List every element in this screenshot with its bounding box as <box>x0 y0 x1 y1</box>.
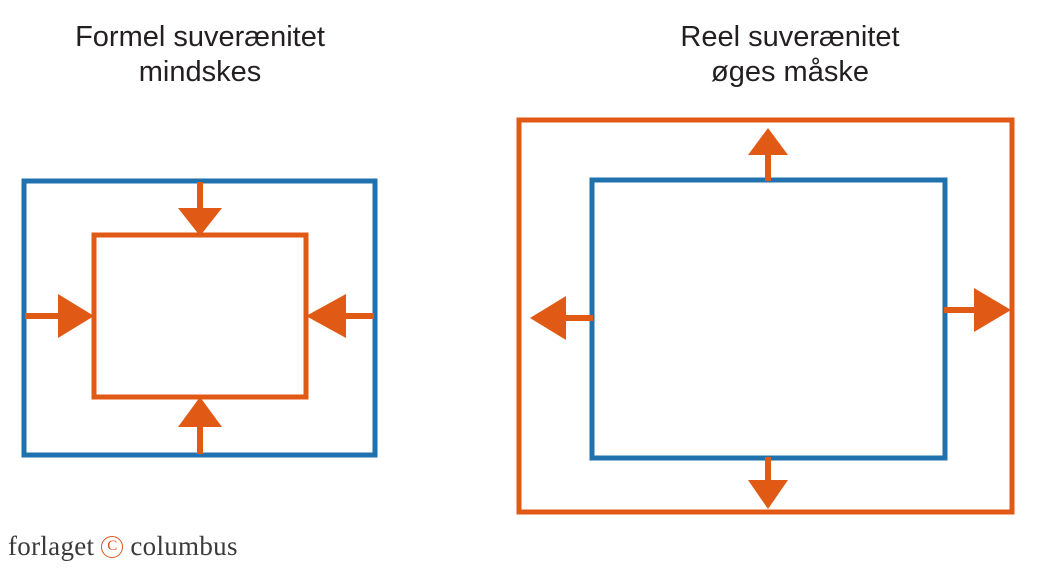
arrow-left-inward <box>306 294 374 338</box>
arrow-down-inward <box>178 182 222 236</box>
arrow-right-outward <box>944 288 1011 332</box>
panel-real-sovereignty <box>516 117 1015 515</box>
outer-box-blue <box>21 178 378 458</box>
outer-box-orange <box>516 117 1015 515</box>
arrow-right-inward <box>25 294 94 338</box>
arrow-up-outward <box>748 128 788 181</box>
arrow-up-inward <box>178 397 222 454</box>
logo-word-forlaget: forlaget <box>8 531 95 561</box>
copyright-c-icon: C <box>101 535 124 558</box>
logo-word-columbus: columbus <box>130 531 238 561</box>
arrow-left-outward <box>530 296 593 340</box>
arrow-down-outward <box>748 457 788 509</box>
inner-box-blue <box>589 177 948 461</box>
panel-formal-sovereignty <box>21 178 378 458</box>
panel-title-formal-sovereignty: Formel suverænitet mindskes <box>75 21 325 88</box>
publisher-logo: forlaget C columbus <box>8 531 238 562</box>
panel-title-real-sovereignty: Reel suverænitet øges måske <box>680 21 900 88</box>
inner-box-orange <box>91 232 309 400</box>
